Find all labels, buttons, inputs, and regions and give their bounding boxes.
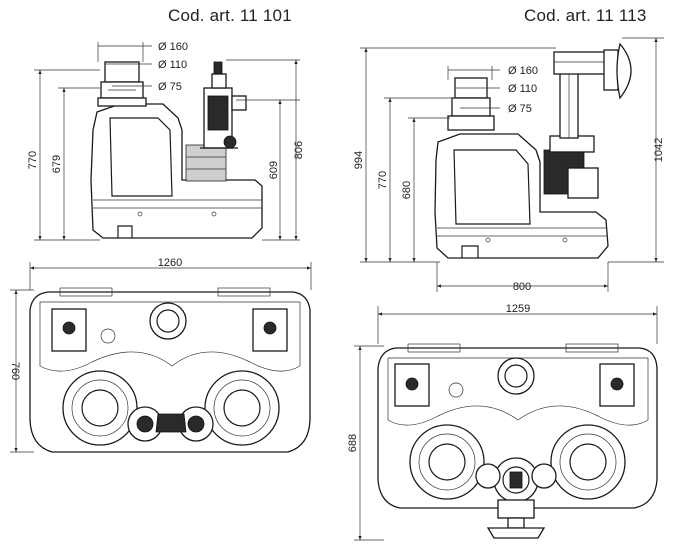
model-2-diameter-75: Ø 75 bbox=[508, 103, 532, 115]
model-1-plan-depth: 760 bbox=[9, 362, 21, 380]
model-2-diameter-110: Ø 110 bbox=[508, 83, 537, 95]
model-2-plan-depth: 688 bbox=[347, 434, 359, 452]
model-1-diameter-160: Ø 160 bbox=[158, 41, 188, 53]
model-2-diameter-160: Ø 160 bbox=[508, 65, 538, 77]
model-1-height-770: 770 bbox=[27, 151, 39, 169]
model-2-code-label: Cod. art. 11 113 bbox=[524, 6, 647, 25]
model-2-height-680: 680 bbox=[401, 181, 413, 199]
model-1-height-609: 609 bbox=[268, 161, 280, 179]
model-1-height-679: 679 bbox=[51, 155, 63, 173]
model-2-plan-width: 1259 bbox=[506, 303, 530, 315]
model-1-side-view: Ø 160 Ø 110 Ø 75 770 679 609 806 bbox=[27, 41, 305, 241]
model-1-diameter-75: Ø 75 bbox=[158, 81, 182, 93]
model-1-diameter-110: Ø 110 bbox=[158, 59, 187, 71]
model-2-side-view: Ø 160 Ø 110 Ø 75 994 770 680 1042 800 bbox=[353, 37, 665, 293]
model-1-plan-width: 1260 bbox=[158, 257, 182, 269]
model-2-width-800: 800 bbox=[513, 281, 531, 293]
model-1-code-label: Cod. art. 11 101 bbox=[168, 6, 292, 25]
model-2-height-994: 994 bbox=[353, 151, 365, 169]
model-2-height-770: 770 bbox=[377, 171, 389, 189]
model-1-plan-view: 1260 760 bbox=[9, 257, 312, 453]
model-2-height-1042: 1042 bbox=[653, 138, 665, 162]
model-1-height-806: 806 bbox=[293, 141, 305, 159]
model-2-plan-view: 1259 688 bbox=[347, 303, 658, 541]
